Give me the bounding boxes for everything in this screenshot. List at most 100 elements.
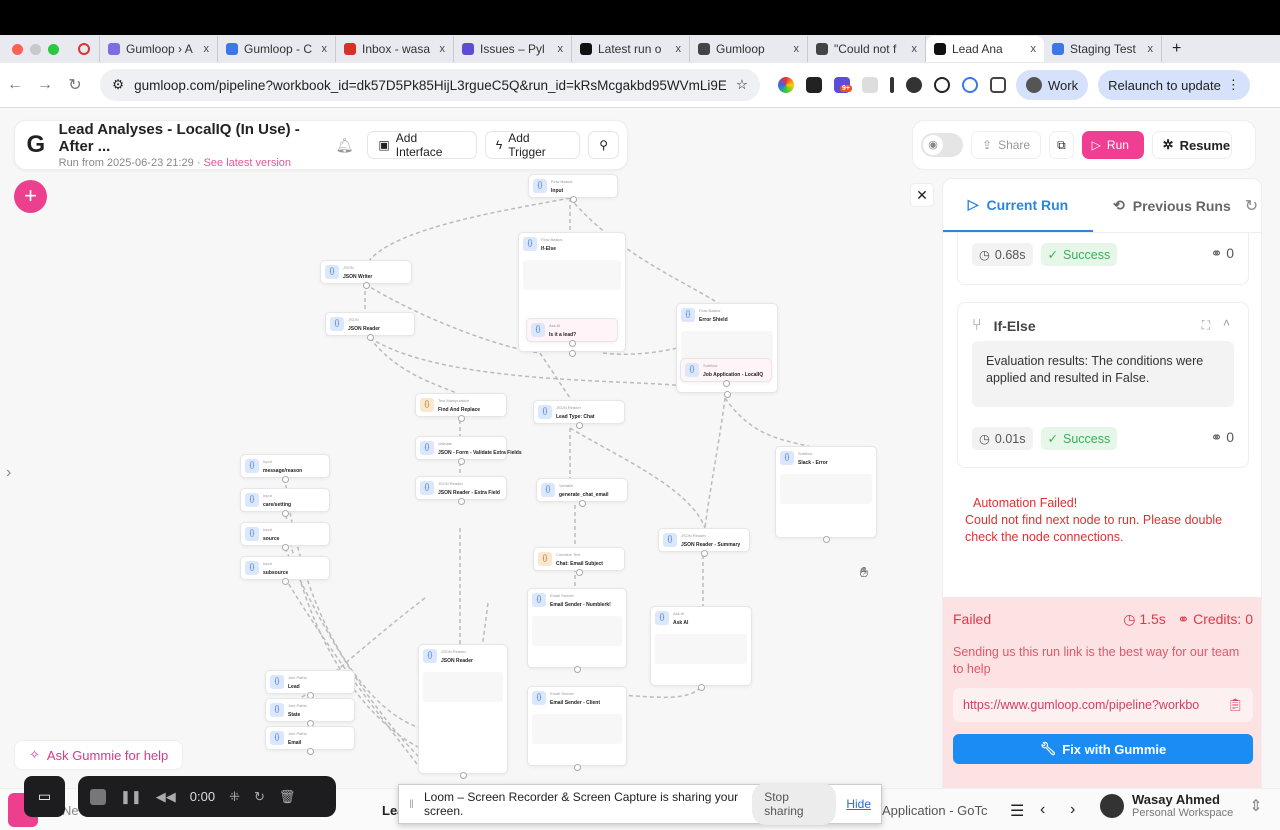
forward-icon[interactable]: → — [37, 76, 53, 93]
extension-icon[interactable] — [862, 77, 878, 93]
drag-handle-icon[interactable]: ‖ — [409, 797, 414, 811]
webhook-button[interactable]: ⚲ — [588, 131, 619, 159]
close-tab-icon[interactable]: x — [321, 43, 328, 55]
tab-previous-runs[interactable]: ⟲Previous Runs — [1113, 197, 1231, 214]
focus-icon[interactable]: ⛶ — [1201, 318, 1210, 332]
close-tab-icon[interactable]: x — [439, 43, 446, 55]
record-icon[interactable] — [70, 36, 100, 62]
maximize-window-button[interactable] — [48, 43, 59, 55]
close-tab-icon[interactable]: x — [203, 43, 210, 55]
next-icon[interactable]: › — [1070, 801, 1076, 818]
resume-button[interactable]: ✲Resume — [1151, 131, 1232, 159]
extension-icon[interactable]: 9+ — [834, 77, 852, 93]
chevron-up-icon[interactable]: ˄ — [1222, 316, 1230, 330]
node-output-port[interactable] — [282, 476, 289, 483]
share-button[interactable]: ⇪Share — [971, 131, 1042, 159]
prev-icon[interactable]: ‹ — [1040, 801, 1046, 818]
node-output-port[interactable] — [282, 578, 289, 585]
gumloop-icon[interactable] — [934, 77, 950, 93]
tab-current-run[interactable]: ▷Current Run — [943, 179, 1093, 232]
node-output-port[interactable] — [458, 415, 465, 422]
close-tab-icon[interactable]: x — [557, 43, 564, 55]
node-output-port[interactable] — [724, 391, 731, 398]
tab-application[interactable]: Application - GoTc — [882, 803, 988, 818]
minimize-window-button[interactable] — [30, 43, 41, 55]
node-output-port[interactable] — [698, 684, 705, 691]
run-button[interactable]: ▷Run — [1081, 131, 1144, 159]
refresh-icon[interactable]: ↻ — [1244, 197, 1259, 215]
duplicate-button[interactable]: ⧉ — [1049, 131, 1074, 159]
workflow-title[interactable]: Lead Analyses - LocalIQ (In Use) - After… — [58, 121, 300, 155]
node-output-port[interactable] — [570, 196, 577, 203]
rewind-icon[interactable]: ◀◀ — [155, 788, 176, 804]
node-output-port[interactable] — [574, 666, 581, 673]
bell-icon[interactable]: 🔔︎ — [335, 136, 354, 153]
stop-sharing-button[interactable]: Stop sharing — [752, 783, 837, 825]
close-window-button[interactable] — [12, 43, 23, 55]
node-output-port[interactable] — [363, 282, 370, 289]
node-output-port[interactable] — [458, 458, 465, 465]
extension-icon[interactable] — [778, 77, 794, 93]
run-link-field[interactable]: https://www.gumloop.com/pipeline?workbo📋… — [953, 688, 1253, 722]
bookmark-star-icon[interactable]: ☆ — [735, 77, 748, 92]
node-output-port[interactable] — [569, 350, 576, 357]
site-settings-icon[interactable]: ⚙ — [112, 77, 125, 92]
see-latest-version-link[interactable]: See latest version — [203, 157, 291, 169]
relaunch-button[interactable]: Relaunch to update⋮ — [1098, 70, 1250, 100]
clipboard-icon[interactable]: 📋︎ — [1227, 697, 1243, 712]
expand-left-chevron-icon[interactable]: › — [6, 464, 12, 481]
profile-button[interactable]: Work — [1016, 70, 1089, 100]
node-output-port[interactable] — [823, 536, 830, 543]
node-output-port[interactable] — [579, 500, 586, 507]
back-icon[interactable]: ← — [7, 76, 23, 93]
add-node-button[interactable]: + — [14, 180, 47, 213]
close-tab-icon[interactable]: x — [793, 43, 800, 55]
stop-icon[interactable] — [90, 788, 106, 805]
tab-new-label[interactable]: Ne — [62, 803, 79, 818]
close-tab-icon[interactable]: x — [1147, 43, 1154, 55]
node-output-port[interactable] — [367, 334, 374, 341]
node-output-port[interactable] — [576, 422, 583, 429]
node-output-port[interactable] — [723, 380, 730, 387]
close-tab-icon[interactable]: x — [911, 43, 918, 55]
pause-icon[interactable]: ❚❚ — [120, 788, 142, 804]
reload-icon[interactable]: ↻ — [68, 77, 82, 94]
puzzle-icon[interactable] — [990, 77, 1006, 93]
fix-with-gummie-button[interactable]: 🔧︎Fix with Gummie — [953, 734, 1253, 764]
node-output-port[interactable] — [460, 772, 467, 779]
url-input[interactable]: ⚙ gumloop.com/pipeline?workbook_id=dk57D… — [100, 69, 760, 101]
extension-icon[interactable] — [906, 77, 922, 93]
node-output-port[interactable] — [282, 544, 289, 551]
ask-gummie-button[interactable]: ✧Ask Gummie for help — [14, 740, 184, 770]
node-output-port[interactable] — [282, 510, 289, 517]
hide-link[interactable]: Hide — [846, 797, 871, 811]
list-icon[interactable]: ☰ — [1010, 803, 1025, 820]
